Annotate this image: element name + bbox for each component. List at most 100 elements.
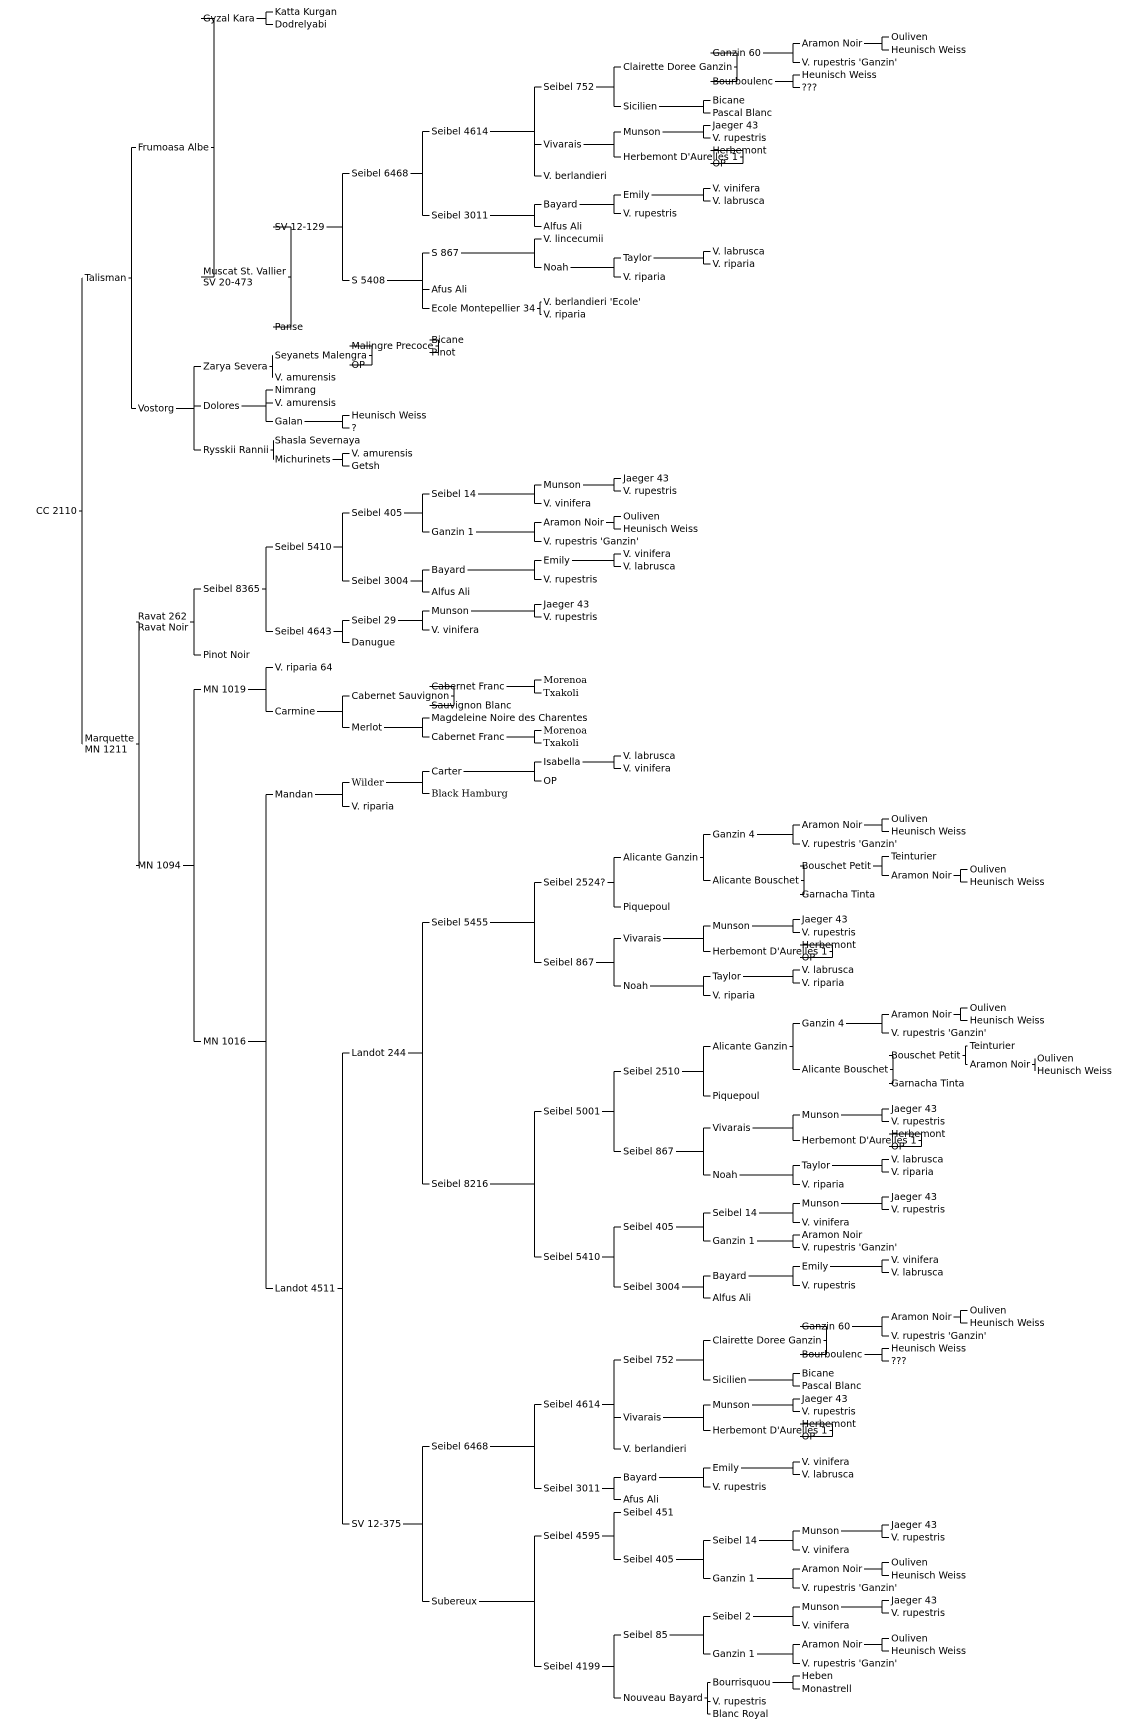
tree-node-label: Teinturier: [890, 852, 936, 863]
tree-node-label: V. vinifera: [802, 1545, 850, 1556]
tree-node-label: Bourboulenc: [802, 1350, 862, 1361]
tree-node-label: Seibel 3004: [352, 576, 409, 587]
tree-node-label: V. vinifera: [431, 625, 479, 636]
tree-node-label: V. vinifera: [802, 1457, 850, 1468]
tree-node-label: Panse: [275, 322, 303, 333]
tree-node-label: Black Hamburg: [431, 788, 507, 799]
tree-node-label: Ouliven: [970, 1003, 1007, 1014]
tree-node-label: V. labrusca: [712, 247, 764, 258]
tree-node-label: V. rupestris: [712, 1482, 766, 1493]
tree-node-label: Jaeger 43: [801, 915, 848, 926]
tree-node-label: V. rupestris 'Ganzin': [802, 1659, 897, 1670]
tree-node-label: Cabernet Sauvignon: [352, 691, 450, 702]
tree-node-label: Bouschet Petit: [802, 861, 871, 872]
tree-node-label: Subereux: [431, 1596, 477, 1607]
tree-node-label: Piquepoul: [623, 902, 670, 913]
tree-node-label: Bayard: [543, 199, 577, 210]
tree-node-label: Michurinets: [275, 455, 331, 466]
tree-node-label: Vivarais: [712, 1123, 750, 1134]
tree-node-label: Alicante Ganzin: [623, 852, 698, 863]
tree-node-label: Taylor: [711, 971, 740, 982]
tree-node-label: Heunisch Weiss: [802, 70, 877, 81]
tree-node-label: Danugue: [352, 637, 396, 648]
tree-node-label: Seibel 4643: [275, 626, 332, 637]
tree-node-label: Seibel 752: [623, 1355, 674, 1366]
tree-node-label: Ouliven: [891, 814, 928, 825]
tree-node-label: Magdeleine Noire des Charentes: [431, 713, 587, 724]
tree-node-label: Bayard: [431, 565, 465, 576]
tree-node-label: Seibel 3011: [431, 210, 488, 221]
tree-node-label: Heunisch Weiss: [891, 1646, 966, 1657]
tree-node-label: MN 1016: [203, 1037, 246, 1048]
tree-node-label: Monastrell: [802, 1684, 852, 1695]
tree-node-label: Bicane: [712, 95, 744, 106]
tree-node-label: Seibel 5455: [431, 917, 488, 928]
tree-node-label: S 867: [431, 248, 458, 259]
tree-node-label: Munson: [543, 480, 580, 491]
tree-node-label: Dolores: [203, 401, 239, 412]
tree-node-label: Bicane: [802, 1369, 834, 1380]
tree-node-label: V. rupestris: [891, 1532, 945, 1543]
tree-node-label: CC 2110: [36, 506, 77, 517]
tree-node-label: Seibel 6468: [431, 1442, 488, 1453]
tree-node-label: Munson: [712, 1400, 749, 1411]
tree-node-label: Herbemont: [712, 146, 766, 157]
tree-node-label: Seyanets Malengra: [275, 351, 367, 362]
tree-node-label: V. labrusca: [712, 196, 764, 207]
tree-node-label: Seibel 3011: [543, 1484, 600, 1495]
tree-node-label: Seibel 14: [712, 1208, 757, 1219]
tree-node-label: Jaeger 43: [711, 120, 758, 131]
tree-node-label: Katta Kurgan: [275, 7, 337, 18]
tree-node-label: V. riparia: [623, 272, 666, 283]
tree-node-label: V. riparia: [891, 1167, 934, 1178]
tree-node-label: V. amurensis: [275, 373, 336, 384]
tree-node-label: Jaeger 43: [890, 1192, 937, 1203]
tree-node-label: V. riparia 64: [275, 663, 333, 674]
tree-node-label: Seibel 3004: [623, 1282, 680, 1293]
tree-node-label: V. vinifera: [543, 499, 591, 510]
tree-node-label: V. rupestris: [802, 1406, 856, 1417]
tree-node-label: V. berlandieri: [543, 171, 606, 182]
tree-node-label: OP: [802, 953, 816, 964]
tree-node-label: V. rupestris: [802, 927, 856, 938]
tree-node-label: Ganzin 1: [712, 1236, 754, 1247]
tree-node-label: Ouliven: [970, 1306, 1007, 1317]
tree-node-label: MN 1094: [138, 861, 181, 872]
tree-node-label: V. rupestris: [802, 1280, 856, 1291]
tree-node-label: V. berlandieri 'Ecole': [543, 297, 640, 308]
tree-node-label: Aramon Noir: [802, 1564, 862, 1575]
tree-node-label: Ouliven: [891, 32, 928, 43]
tree-node-label: OP: [802, 1432, 816, 1443]
tree-node-label: Seibel 405: [623, 1555, 674, 1566]
tree-node-label: Herbemont D'Aurelles 1: [712, 946, 827, 957]
tree-node-label: Merlot: [352, 722, 383, 733]
tree-node-label: Jaeger 43: [890, 1596, 937, 1607]
tree-node-label: Bayard: [623, 1473, 657, 1484]
tree-node-label: Alfus Ali: [431, 587, 470, 598]
tree-node-label: S 5408: [352, 276, 386, 287]
tree-node-label: Piquepoul: [712, 1091, 759, 1102]
tree-node-label: V. vinifera: [623, 763, 671, 774]
tree-node-label: V. rupestris: [712, 133, 766, 144]
tree-node-label: Frumoasa Albe: [138, 143, 209, 154]
tree-node-label: ?: [352, 423, 357, 434]
tree-node-label: Heunisch Weiss: [623, 524, 698, 535]
tree-node-label: V. vinifera: [623, 549, 671, 560]
tree-node-label: Seibel 752: [543, 82, 594, 93]
tree-node-label: Ecole Montepellier 34: [431, 303, 535, 314]
tree-node-label: V. vinifera: [891, 1255, 939, 1266]
tree-node-label: Munson: [431, 606, 468, 617]
tree-node-label: Munson: [802, 1110, 839, 1121]
tree-node-label: OP: [712, 158, 726, 169]
tree-node-label: V. labrusca: [623, 751, 675, 762]
tree-node-label: V. rupestris 'Ganzin': [802, 57, 897, 68]
tree-node-label: Taylor: [801, 1161, 830, 1172]
tree-node-label: Txakoli: [543, 738, 578, 749]
tree-node-label: Carter: [431, 767, 461, 778]
tree-node-label: Jaeger 43: [890, 1520, 937, 1531]
tree-node-label: Aramon Noir: [891, 1009, 951, 1020]
tree-node-label: V. vinifera: [802, 1621, 850, 1632]
